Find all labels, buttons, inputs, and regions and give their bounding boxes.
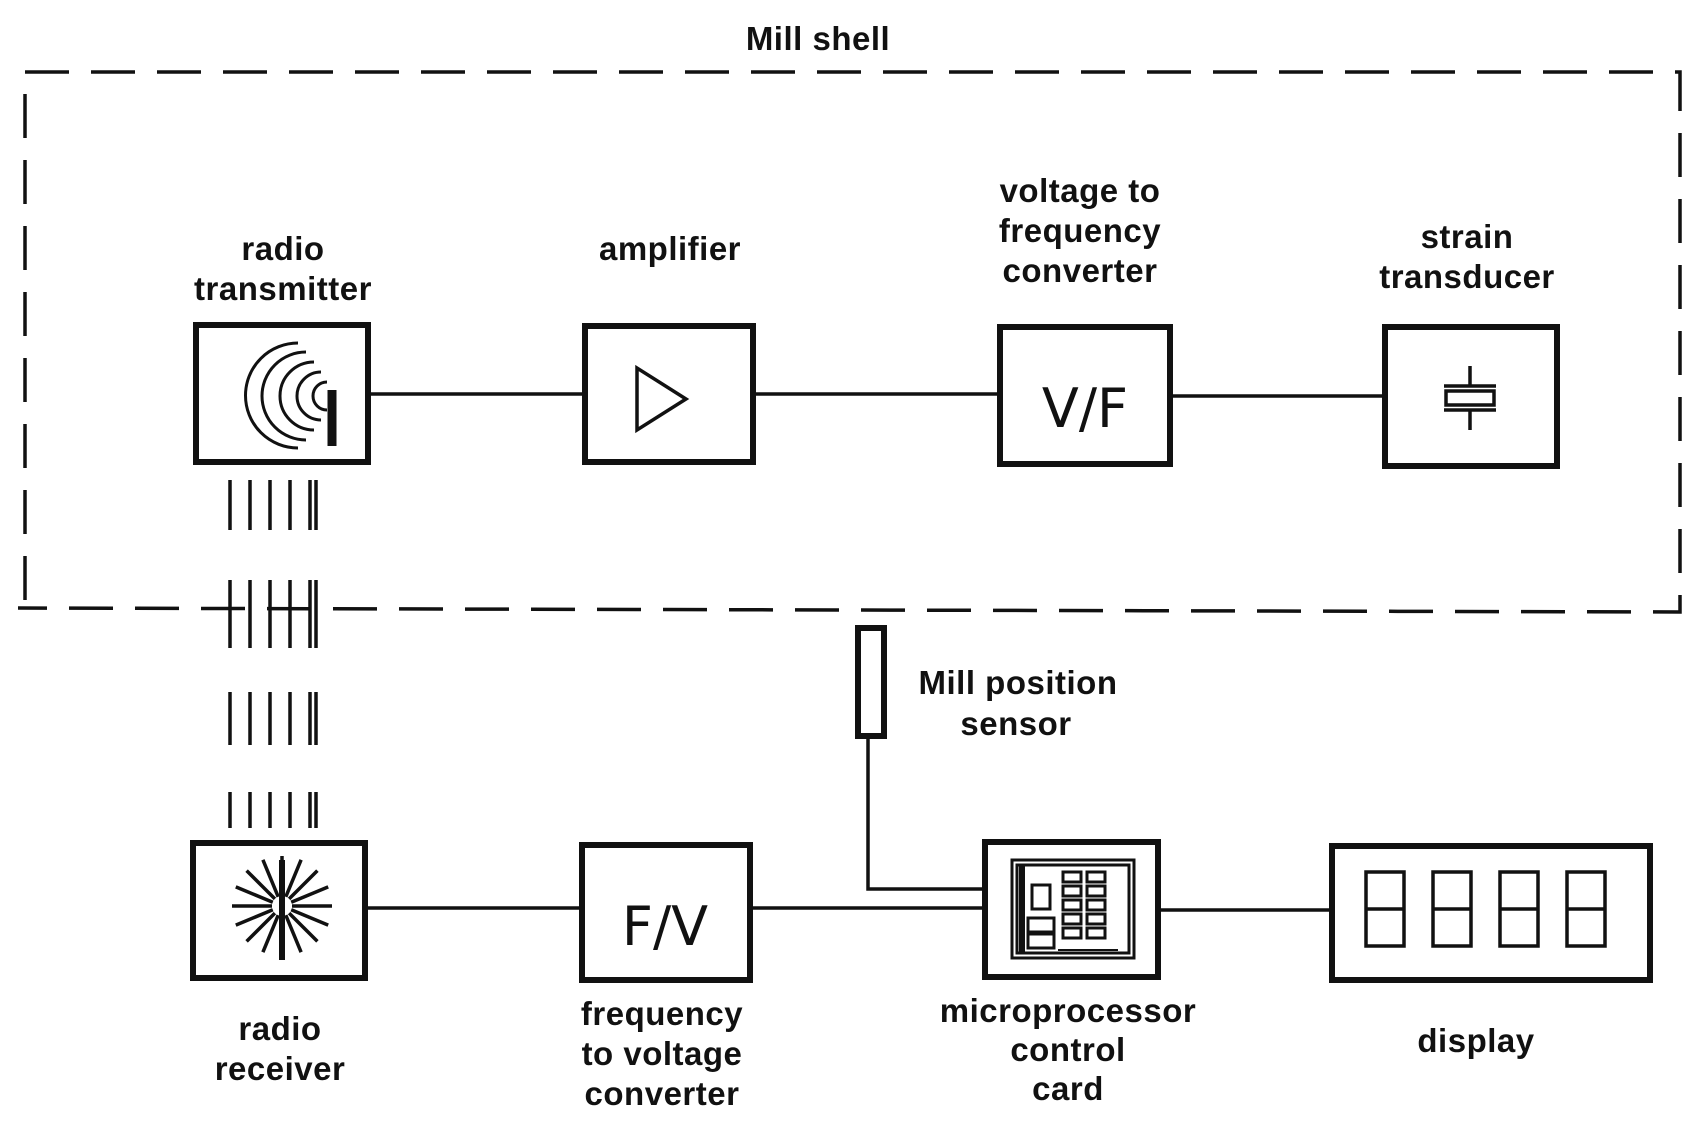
fv-converter-block: F/V — [579, 842, 753, 983]
amplifier-block — [582, 323, 756, 465]
mill-shell-label: Mill shell — [746, 20, 890, 57]
radio-transmitter-block — [193, 322, 371, 465]
microprocessor-label-3: card — [1032, 1070, 1104, 1107]
starburst-ray — [261, 914, 280, 953]
starburst-ray — [290, 908, 329, 927]
circuit-board-icon — [1010, 858, 1136, 960]
starburst-ray — [261, 859, 280, 898]
fv-converter-label-3: converter — [585, 1075, 740, 1112]
fv-converter-label-2: to voltage — [582, 1035, 743, 1072]
starburst-ray — [235, 885, 274, 904]
piezo-crystal-icon — [1444, 366, 1496, 430]
fv-converter-label-1: frequency — [581, 995, 743, 1032]
seven-segment-digits-icon — [1364, 870, 1607, 948]
mill-position-sensor-label-1: Mill position — [919, 664, 1118, 701]
starburst-ray — [284, 859, 303, 898]
radio-transmitter-label-2: transmitter — [194, 270, 372, 307]
display-label: display — [1417, 1022, 1534, 1059]
vf-converter-label-3: converter — [1003, 252, 1158, 289]
radio-receiver-label-1: radio — [238, 1010, 321, 1047]
vf-converter-block: V/F — [997, 324, 1173, 467]
mill-shell-boundary — [17, 70, 1682, 614]
starburst-ray — [245, 911, 277, 943]
radio-receiver-block — [190, 840, 368, 981]
strain-transducer-block — [1382, 324, 1560, 469]
microprocessor-label-1: microprocessor — [940, 992, 1196, 1029]
microprocessor-label-2: control — [1010, 1031, 1125, 1068]
mill-position-sensor-label-2: sensor — [960, 705, 1071, 742]
seven-segment-digit — [1431, 870, 1473, 948]
amplifier-triangle-icon — [635, 364, 690, 434]
starburst-ray — [235, 908, 274, 927]
radio-receiver-label-2: receiver — [215, 1050, 346, 1087]
wire-sensor-microprocessor — [866, 735, 982, 891]
vf-converter-label-1: voltage to — [1000, 172, 1161, 209]
vf-symbol: V/F — [1042, 377, 1128, 440]
seven-segment-digit — [1498, 870, 1540, 948]
seven-segment-digit — [1565, 870, 1607, 948]
amplifier-label: amplifier — [599, 230, 741, 267]
starburst-ray — [245, 869, 277, 901]
fv-symbol: F/V — [622, 895, 708, 958]
starburst-ray — [290, 885, 329, 904]
starburst-ray — [287, 869, 319, 901]
vf-converter-label-2: frequency — [999, 212, 1161, 249]
strain-transducer-label-1: strain — [1421, 218, 1514, 255]
radio-transmitter-label-1: radio — [241, 230, 324, 267]
mill-position-sensor — [855, 625, 887, 739]
connection-wires — [365, 392, 1383, 912]
radio-waves-antenna-icon — [244, 341, 337, 450]
starburst-ray — [284, 914, 303, 953]
strain-transducer-label-2: transducer — [1379, 258, 1555, 295]
radio-signal-ticks — [228, 480, 318, 828]
starburst-ray — [287, 911, 319, 943]
microprocessor-block — [982, 839, 1161, 980]
display-block — [1329, 843, 1653, 983]
seven-segment-digit — [1364, 870, 1406, 948]
